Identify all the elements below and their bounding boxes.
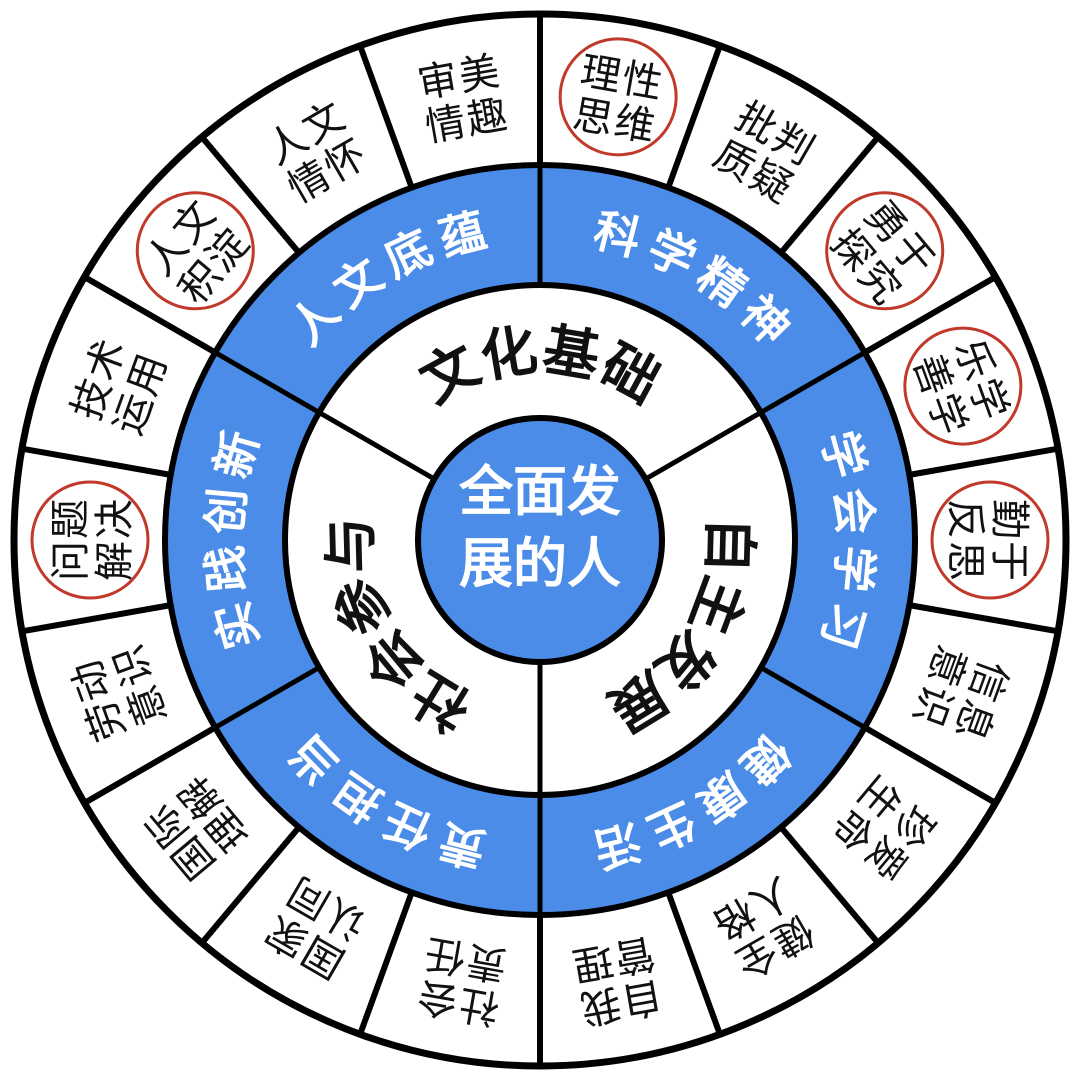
outer-segment-char: 我 — [577, 979, 624, 1031]
center-hub: 全面发 展的人 — [415, 415, 665, 665]
outer-segment-char: 理 — [577, 48, 624, 100]
inner-segment-label-char: 与 — [318, 516, 384, 574]
outer-divider — [199, 825, 302, 945]
highlight-circle — [930, 480, 1050, 600]
outer-divider — [863, 724, 998, 806]
highlight-circle — [903, 326, 1023, 446]
outer-divider — [199, 135, 302, 255]
outer-segment-char: 于 — [986, 541, 1032, 581]
outer-segment-char: 决 — [92, 499, 138, 539]
outer-divider — [21, 445, 172, 478]
outer-divider — [357, 891, 415, 1036]
outer-segment-char: 任 — [422, 929, 469, 981]
outer-divider — [82, 724, 217, 806]
inner-segment-label-char: 自 — [695, 516, 761, 574]
outer-divider — [863, 274, 998, 356]
outer-segment-char: 理 — [569, 936, 616, 988]
outer-segment-char: 问 — [48, 541, 94, 581]
outer-segment-char: 勤 — [986, 499, 1032, 539]
outer-segment-char: 维 — [611, 99, 658, 151]
outer-segment-char: 解 — [92, 541, 138, 581]
blue-divider — [213, 665, 321, 730]
inner-divider — [317, 410, 436, 482]
outer-divider — [908, 445, 1059, 478]
blue-segment-label-char: 践 — [197, 543, 255, 594]
blue-segment-label-char: 会 — [825, 486, 883, 537]
center-label-line-2: 展的人 — [459, 532, 621, 595]
outer-segment-char: 趣 — [463, 92, 510, 144]
outer-segment-char: 性 — [618, 56, 665, 108]
center-label-line-1: 全面发 — [458, 460, 621, 523]
outer-segment-char: 自 — [618, 972, 665, 1024]
outer-segment-char: 管 — [611, 929, 658, 981]
blue-divider — [759, 350, 867, 415]
outer-segment-char: 社 — [456, 979, 503, 1031]
blue-divider — [759, 665, 867, 730]
outer-segment-char: 责 — [463, 936, 510, 988]
blue-segment-label-char: 学 — [825, 543, 883, 594]
center-circle — [415, 415, 665, 665]
outer-divider — [665, 891, 723, 1036]
outer-divider — [778, 135, 881, 255]
outer-divider — [82, 274, 217, 356]
blue-divider — [213, 350, 321, 415]
outer-segment-char: 会 — [414, 972, 461, 1024]
outer-divider — [357, 44, 415, 189]
inner-divider — [644, 410, 763, 482]
outer-segment-char: 思 — [569, 92, 616, 144]
divider-lines — [21, 14, 1059, 1066]
inner-segment-label-char: 基 — [538, 317, 604, 390]
outer-divider — [665, 44, 723, 189]
highlight-circle — [558, 37, 678, 157]
blue-segment-label-char: 创 — [197, 486, 255, 537]
highlight-circle — [135, 191, 255, 311]
outer-segment-char: 情 — [422, 99, 469, 151]
highlight-circle — [825, 191, 945, 311]
outer-segment-char: 思 — [942, 541, 988, 581]
outer-segment-char: 题 — [48, 499, 94, 539]
outer-segment-char: 美 — [456, 48, 503, 100]
outer-segment-char: 审 — [414, 56, 461, 108]
outer-divider — [778, 825, 881, 945]
outer-divider — [21, 602, 172, 635]
highlight-circle — [30, 480, 150, 600]
inner-segment-label-char: 化 — [476, 317, 542, 390]
outer-segment-char: 反 — [942, 499, 988, 539]
outer-divider — [908, 602, 1059, 635]
